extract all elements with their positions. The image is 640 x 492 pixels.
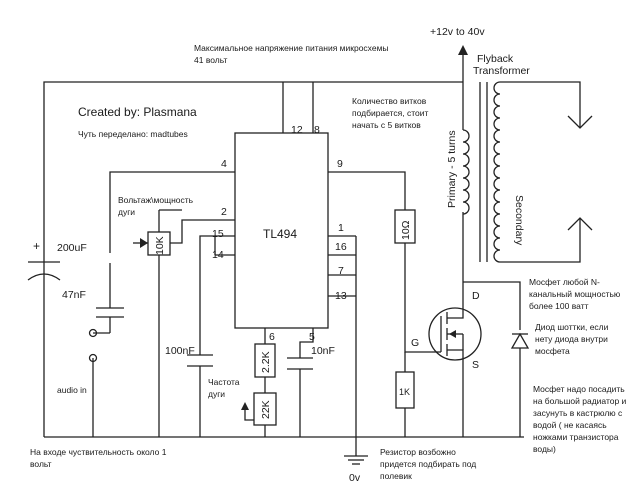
heatsink-note-1: Мосфет надо посадить bbox=[533, 384, 625, 394]
pin14-link bbox=[199, 235, 216, 355]
wires bbox=[43, 55, 581, 456]
spark-electrode-bottom bbox=[567, 217, 593, 231]
supply-input: +12v to 40v bbox=[430, 26, 485, 55]
freq-note-1: Частота bbox=[208, 377, 240, 387]
pin9-wire bbox=[328, 171, 406, 210]
resistor-note-2: придется подбирать под bbox=[380, 459, 476, 469]
pin-2: 2 bbox=[221, 206, 227, 218]
cap-47nf-label: 47nF bbox=[62, 289, 86, 301]
resistor-note-1: Резистор возбожно bbox=[380, 447, 456, 457]
pot-10k-label: 10K bbox=[154, 236, 166, 255]
mosfet-note-2: канальный мощностью bbox=[529, 289, 621, 299]
resistor-note-3: полевик bbox=[380, 471, 412, 481]
heatsink-note-4: водой ( не касаясь bbox=[533, 420, 607, 430]
cap-47nf: 47nF bbox=[62, 289, 124, 318]
supply-rail bbox=[43, 81, 463, 262]
freq-note-2: дуги bbox=[208, 389, 225, 399]
heatsink-note-6: воды) bbox=[533, 444, 556, 454]
pin-14: 14 bbox=[212, 249, 224, 261]
schottky-diode bbox=[510, 332, 530, 349]
supply-label: +12v to 40v bbox=[430, 26, 485, 38]
mosfet-drain-label: D bbox=[472, 290, 480, 302]
cap-200uf: + 200uF bbox=[27, 239, 87, 281]
mosfet-note-1: Мосфет любой N- bbox=[529, 277, 600, 287]
pin-15: 15 bbox=[212, 228, 224, 240]
credit-text: Created by: Plasmana bbox=[78, 105, 197, 119]
annotations: Максимальное напряжение питания микросхе… bbox=[30, 43, 627, 481]
res-2k2-label: 2.2K bbox=[260, 351, 272, 373]
power-pot-note-2: дуги bbox=[118, 207, 135, 217]
pot-10k: 10K bbox=[140, 231, 171, 256]
gate-wire bbox=[404, 243, 432, 353]
primary-coil bbox=[462, 129, 470, 215]
diode-note-2: нету диода внутри bbox=[535, 334, 608, 344]
cap-100nf: 100nF bbox=[165, 345, 213, 367]
pin-5: 5 bbox=[309, 331, 315, 343]
heatsink-note-3: засунуть в кастрюлю с bbox=[533, 408, 623, 418]
turns-note-2: подбирается, стоит bbox=[352, 108, 429, 118]
mosfet-note-3: более 100 ватт bbox=[529, 301, 589, 311]
ground-symbol: 0v bbox=[344, 455, 368, 484]
pin-12: 12 bbox=[291, 124, 303, 136]
max-voltage-note-1: Максимальное напряжение питания микросхе… bbox=[194, 43, 389, 53]
pin-6: 6 bbox=[269, 331, 275, 343]
pin2-wire bbox=[170, 219, 235, 244]
heatsink-note-2: на большой радиатор и bbox=[533, 396, 627, 406]
cap-200uf-label: 200uF bbox=[57, 242, 87, 254]
pot-22k: 22K bbox=[241, 392, 277, 426]
res-10-ohm: 10Ω bbox=[394, 209, 416, 244]
secondary-top bbox=[500, 81, 581, 128]
diode-wire-top bbox=[463, 281, 521, 330]
res-1k: 1K bbox=[395, 371, 415, 409]
mosfet-gate-label: G bbox=[411, 337, 419, 349]
turns-note-1: Количество витков bbox=[352, 96, 427, 106]
diode-note-1: Диод шоттки, если bbox=[535, 322, 609, 332]
max-voltage-note-2: 41 вольт bbox=[194, 55, 228, 65]
res-10-ohm-label: 10Ω bbox=[400, 220, 412, 240]
mosfet-source-label: S bbox=[472, 359, 479, 371]
turns-note-3: начать с 5 витков bbox=[352, 120, 421, 130]
pin-13: 13 bbox=[335, 290, 347, 302]
secondary-coil bbox=[493, 81, 501, 263]
cap-200uf-polarity: + bbox=[33, 239, 40, 253]
pin5-wire bbox=[299, 328, 314, 358]
remake-text: Чуть переделано: madtubes bbox=[78, 129, 188, 139]
pin-7: 7 bbox=[338, 265, 344, 277]
transformer-title-1: Flyback bbox=[477, 53, 514, 65]
ic-name: TL494 bbox=[263, 227, 297, 241]
power-pot-note-1: Вольтаж\мощность bbox=[118, 195, 194, 205]
secondary-label: Secondary bbox=[513, 195, 525, 246]
transformer-title-2: Transformer bbox=[473, 65, 530, 77]
heatsink-note-5: ножками транзистора bbox=[533, 432, 619, 442]
cap-10nf: 10nF bbox=[287, 345, 335, 370]
pin-8: 8 bbox=[314, 124, 320, 136]
input-sens-note-1: На входе чуствительность около 1 bbox=[30, 447, 167, 457]
pin-16: 16 bbox=[335, 241, 347, 253]
audio-input-jack bbox=[88, 328, 98, 363]
pin-4: 4 bbox=[221, 158, 227, 170]
pot-22k-label: 22K bbox=[260, 400, 272, 419]
secondary-bottom bbox=[500, 218, 581, 263]
cap-100nf-label: 100nF bbox=[165, 345, 195, 357]
flyback-transformer: Flyback Transformer Primary - 5 turns Se… bbox=[446, 53, 593, 263]
primary-label: Primary - 5 turns bbox=[446, 130, 458, 208]
tl494-chip: TL494 12 8 4 9 2 15 14 1 16 7 13 6 5 bbox=[212, 124, 347, 343]
pin4-wire bbox=[109, 171, 235, 253]
pot22k-wiper bbox=[244, 408, 254, 421]
n-mosfet: D G S bbox=[411, 290, 482, 372]
ground-label: 0v bbox=[349, 472, 361, 484]
res-1k-label: 1K bbox=[399, 387, 410, 397]
audio-in-label: audio in bbox=[57, 385, 87, 395]
spark-electrode-top bbox=[567, 115, 593, 129]
input-sens-note-2: вольт bbox=[30, 459, 52, 469]
pin-1: 1 bbox=[338, 222, 344, 234]
diode-note-3: мосфета bbox=[535, 346, 570, 356]
res-2k2: 2.2K bbox=[254, 343, 276, 378]
pin-9: 9 bbox=[337, 158, 343, 170]
cap-10nf-label: 10nF bbox=[311, 345, 335, 357]
